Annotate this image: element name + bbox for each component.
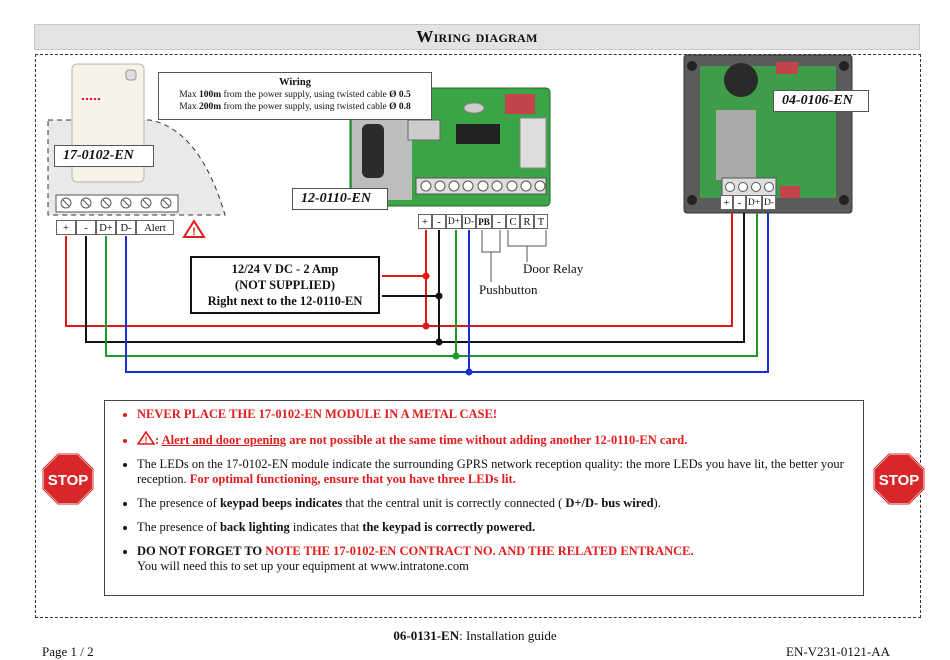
keypad-term-dplus: D+ xyxy=(96,220,116,235)
keypad-term-alert: Alert xyxy=(136,220,174,235)
stop-sign-left-icon: STOP xyxy=(42,453,94,505)
diagram-frame xyxy=(35,54,921,618)
svg-text:!: ! xyxy=(192,226,196,238)
note-contract-no: DO NOT FORGET TO NOTE THE 17-0102-EN CON… xyxy=(137,544,853,574)
pushbutton-label: Pushbutton xyxy=(479,282,538,297)
controller-terminal-labels: + - D+ D- PB - C R T xyxy=(418,214,548,229)
note-alert-door: !: Alert and door opening are not possib… xyxy=(136,430,853,448)
relay-brackets xyxy=(481,230,547,282)
wiring-heading: Wiring xyxy=(279,77,311,88)
ctrl-term-dplus: D+ xyxy=(446,214,462,229)
svg-text:STOP: STOP xyxy=(48,472,89,489)
note-metal-case: NEVER PLACE THE 17-0102-EN MODULE IN A M… xyxy=(137,407,853,422)
junction-dots xyxy=(422,272,473,376)
ps-line2: (NOT SUPPLIED) xyxy=(234,278,336,292)
keypad-term-dminus: D- xyxy=(116,220,136,235)
wiring-line-1: Max 100m from the power supply, using tw… xyxy=(179,90,411,100)
ctrl-term-plus: + xyxy=(418,214,432,229)
warning-triangle-icon: ! xyxy=(136,430,156,445)
svg-text:STOP: STOP xyxy=(879,472,920,489)
ctrl-term-r: R xyxy=(520,214,534,229)
notes-box: NEVER PLACE THE 17-0102-EN MODULE IN A M… xyxy=(104,400,864,596)
door-relay-label: Door Relay xyxy=(523,261,584,276)
stop-sign-right-icon: STOP xyxy=(873,453,925,505)
ctrl-term-c: C xyxy=(506,214,520,229)
ps-line3: Right next to the 12-0110-EN xyxy=(207,294,363,308)
footer-page-number: Page 1 / 2 xyxy=(42,644,94,659)
note-back-lighting: The presence of back lighting indicates … xyxy=(137,520,853,535)
wiring-info-box: Wiring Max 100m from the power supply, u… xyxy=(158,72,432,120)
wire-green-dplus xyxy=(105,213,758,357)
gprs-terminal-labels: + - D+ D- xyxy=(720,195,776,210)
gprs-module xyxy=(683,54,853,214)
ps-line1: 12/24 V DC - 2 Amp xyxy=(231,262,339,276)
wire-red-positive xyxy=(65,213,733,327)
wire-black-negative xyxy=(85,213,745,343)
footer-reference: EN-V231-0121-AA xyxy=(786,644,890,659)
ctrl-term-pb: PB xyxy=(476,214,492,229)
wiring-line-2: Max 200m from the power supply, using tw… xyxy=(179,102,411,112)
svg-text:!: ! xyxy=(145,435,148,445)
keypad-label: 17-0102-EN xyxy=(54,145,154,167)
gprs-term-dminus: D- xyxy=(762,195,776,210)
note-keypad-beeps: The presence of keypad beeps indicates t… xyxy=(137,496,853,511)
gprs-term-minus: - xyxy=(733,195,746,210)
keypad-terminal-block xyxy=(55,194,179,213)
alert-warning-icon: ! xyxy=(182,219,206,238)
keypad-term-minus: - xyxy=(76,220,96,235)
keypad-term-plus: + xyxy=(56,220,76,235)
gprs-label: 04-0106-EN xyxy=(773,90,869,112)
title-text: Wiring diagram xyxy=(416,27,538,46)
note-leds: The LEDs on the 17-0102-EN module indica… xyxy=(137,457,853,487)
ctrl-term-minus2: - xyxy=(492,214,506,229)
footer-doc-title: 06-0131-EN: Installation guide xyxy=(393,628,557,643)
page-title: Wiring diagram xyxy=(34,24,920,50)
controller-label: 12-0110-EN xyxy=(292,188,388,210)
power-supply-box: 12/24 V DC - 2 Amp (NOT SUPPLIED) Right … xyxy=(190,256,380,314)
ctrl-term-minus: - xyxy=(432,214,446,229)
gprs-term-plus: + xyxy=(720,195,733,210)
wire-blue-dminus xyxy=(125,213,769,373)
ctrl-term-dminus: D- xyxy=(462,214,476,229)
keypad-terminal-labels: + - D+ D- Alert xyxy=(56,220,174,235)
ctrl-term-t: T xyxy=(534,214,548,229)
gprs-term-dplus: D+ xyxy=(746,195,762,210)
